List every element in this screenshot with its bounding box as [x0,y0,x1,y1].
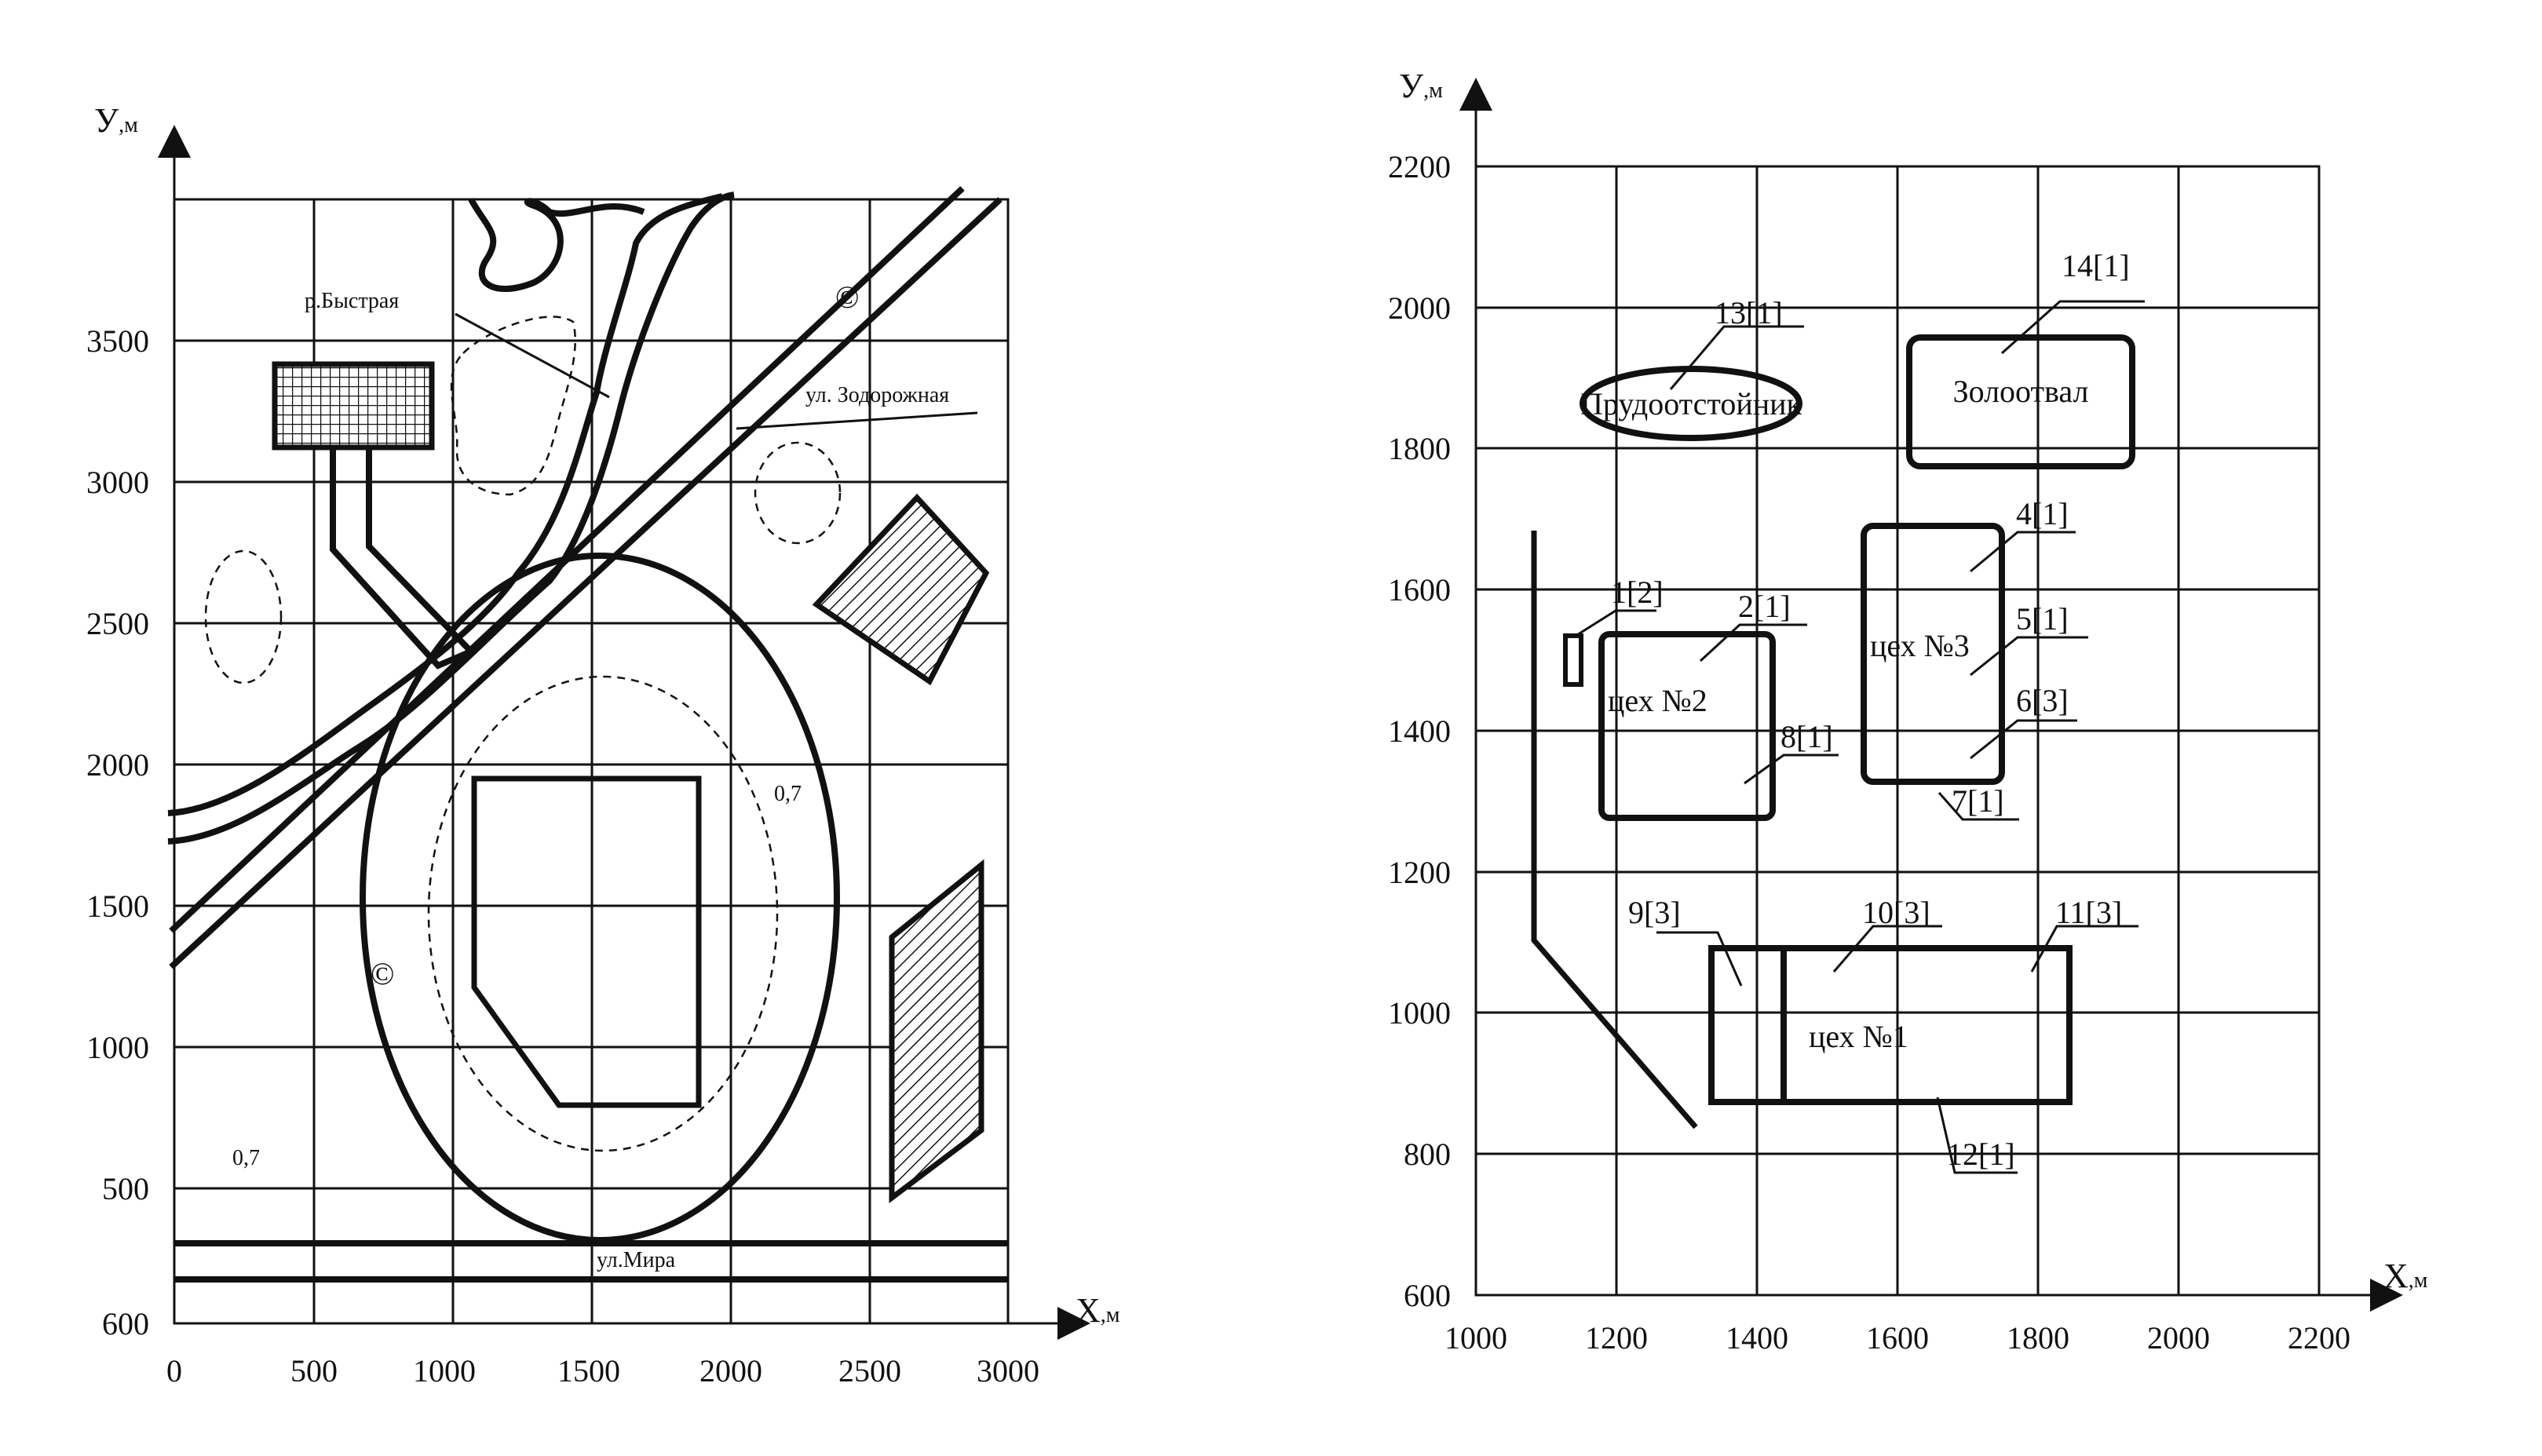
right-x-tick: 1800 [2007,1320,2069,1356]
dashed-zone-left [204,549,283,684]
dashed-zone-right [754,441,842,545]
isoline-inner [427,675,779,1152]
source-label: 10[3] [1862,895,1930,930]
right-y-axis-title: У,м [1399,67,1443,105]
left-x-ticks: 0 500 1000 1500 2000 2500 3000 [166,1353,1039,1388]
right-x-ticks: 1000 1200 1400 1600 1800 2000 2200 [1444,1320,2350,1356]
right-y-tick: 600 [1404,1278,1451,1313]
pond-ellipse [1580,366,1802,441]
river-leader [455,312,610,399]
left-y-tick: 2500 [86,606,149,641]
workshop3-rect [1861,523,2005,785]
left-x-tick: 2500 [838,1353,901,1388]
street-zh-leader [736,411,978,430]
isoline-label-a: 0,7 [774,782,802,806]
workshop2-label: цех №2 [1608,683,1707,718]
right-x-tick: 1200 [1585,1320,1648,1356]
source-label: 8[1] [1780,719,1833,754]
right-y-tick: 800 [1404,1137,1451,1172]
right-x-tick: 1400 [1726,1320,1788,1356]
left-x-tick: 1500 [557,1353,620,1388]
source-label: 11[3] [2055,895,2122,930]
symbol-b: © [835,279,859,315]
right-y-tick: 1600 [1388,572,1451,608]
right-x-tick: 1600 [1866,1320,1929,1356]
right-y-tick: 1200 [1388,855,1451,890]
left-y-ticks: 3500 3000 2500 2000 1500 1000 500 600 [86,323,149,1341]
fence-line [1531,531,1698,1129]
sanitary-zone-ellipse [360,553,840,1243]
workshop2-rect [1598,631,1776,821]
street-zh-label: ул. Зодорожная [805,383,949,407]
left-x-tick: 0 [166,1353,182,1388]
right-y-tick: 1400 [1388,713,1451,749]
river-bank-a [167,193,723,816]
source-labels: 13[1] 14[1] 1[2] 2[1] 4[1] 5[1] 6[3] 8[1… [1611,248,2130,1172]
river-tributary [468,198,645,292]
hatched-diamond [812,493,990,686]
source-label: 5[1] [2016,601,2069,637]
left-y-tick: 1000 [86,1030,149,1065]
symbol-a: © [371,956,394,991]
workshop1-label: цех №1 [1809,1019,1908,1054]
right-x-tick: 2200 [2288,1320,2350,1356]
left-map: У,м Х,м 0 500 1000 1500 2000 2500 3000 3… [86,101,1120,1388]
left-y-tick: 600 [102,1306,149,1341]
isoline-label-b: 0,7 [232,1146,260,1170]
source-label: 13[1] [1715,295,1783,330]
right-map: У,м Х,м 1000 1200 1400 1600 1800 2000 22… [1388,67,2428,1356]
source-leaders [1572,300,2145,1174]
source-label: 12[1] [1947,1137,2015,1172]
river-bank-b [167,192,735,845]
right-x-tick: 1000 [1444,1320,1507,1356]
right-y-ticks: 2200 2000 1800 1600 1400 1200 1000 800 6… [1388,149,1451,1313]
source-label: 6[3] [2016,683,2069,718]
enterprise-outline [471,775,702,1108]
small-source-rect [1563,633,1583,687]
pipeline [330,447,477,670]
right-y-tick: 1800 [1388,431,1451,466]
source-label: 4[1] [2016,496,2069,531]
left-y-axis-title: У,м [94,101,138,140]
pond-label: Прудоотстойник [1580,386,1802,421]
hatched-parallelogram [889,859,984,1204]
workshop1-rect [1708,945,2073,1105]
road-line-b [169,197,1003,969]
left-y-tick: 500 [102,1171,149,1206]
right-x-tick: 2000 [2147,1320,2210,1356]
source-label: 7[1] [1952,783,2004,819]
workshop3-label: цех №3 [1870,628,1970,663]
right-y-tick: 1000 [1388,995,1451,1031]
source-label: 14[1] [2062,248,2130,283]
left-x-tick: 500 [290,1353,338,1388]
source-label: 2[1] [1738,589,1791,624]
source-label: 9[3] [1628,895,1681,930]
ash-dump-label: Золоотвал [1953,374,2089,409]
left-x-axis-title: Х,м [1076,1291,1120,1330]
left-y-tick: 3500 [86,323,149,359]
street-mira-label: ул.Мира [597,1248,676,1272]
right-x-axis-title: Х,м [2383,1257,2428,1295]
right-y-tick: 2000 [1388,290,1451,326]
river-label: р.Быстрая [305,289,399,313]
left-x-tick: 3000 [977,1353,1039,1388]
source-label: 1[2] [1611,575,1664,610]
dashed-zone-river [450,316,576,496]
left-y-tick: 3000 [86,465,149,500]
right-y-tick: 2200 [1388,149,1451,184]
left-x-tick: 2000 [699,1353,762,1388]
left-y-tick: 1500 [86,889,149,924]
left-y-tick: 2000 [86,747,149,783]
grid-hatched-facility [272,361,435,451]
left-x-tick: 1000 [413,1353,476,1388]
